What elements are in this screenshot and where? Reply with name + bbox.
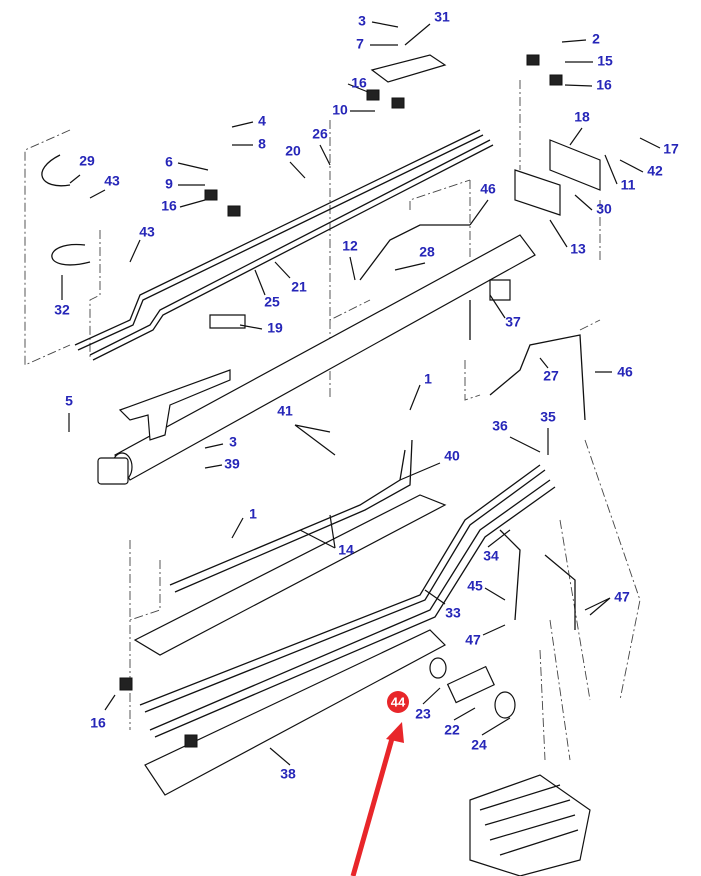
- part-label: 32: [54, 302, 70, 318]
- callout-badge-44[interactable]: 44: [387, 691, 409, 713]
- part-label: 12: [342, 238, 358, 254]
- part-label: 7: [356, 36, 364, 52]
- part-label: 36: [492, 418, 508, 434]
- part-label: 19: [267, 320, 283, 336]
- part-label: 17: [663, 141, 679, 157]
- upper-pipes: [74, 129, 494, 361]
- part-label: 15: [597, 53, 613, 69]
- part-label: 45: [467, 578, 483, 594]
- part-label: 37: [505, 314, 521, 330]
- part-label: 41: [277, 403, 293, 419]
- part-label: 4: [258, 113, 266, 129]
- part-label: 35: [540, 409, 556, 425]
- part-label: 3: [229, 434, 237, 450]
- part-label: 33: [445, 605, 461, 621]
- cylinder: [97, 234, 536, 485]
- leader-lines: [61, 21, 661, 766]
- part-label: 5: [65, 393, 73, 409]
- part-label: 18: [574, 109, 590, 125]
- part-label: 16: [161, 198, 177, 214]
- part-label: 22: [444, 722, 460, 738]
- part-label: 43: [104, 173, 120, 189]
- part-label: 16: [596, 77, 612, 93]
- part-label: 40: [444, 448, 460, 464]
- part-label: 38: [280, 766, 296, 782]
- part-label: 10: [332, 102, 348, 118]
- hoses: [41, 154, 586, 630]
- part-label: 47: [465, 632, 481, 648]
- part-label: 13: [570, 241, 586, 257]
- part-label: 1: [249, 506, 257, 522]
- part-label: 23: [415, 706, 431, 722]
- part-label: 16: [90, 715, 106, 731]
- part-label: 8: [258, 136, 266, 152]
- callout-label: 44: [391, 694, 406, 709]
- part-label: 1: [424, 371, 432, 387]
- part-label: 42: [647, 163, 663, 179]
- part-label: 14: [338, 542, 354, 558]
- lower-pipes: [133, 439, 556, 796]
- part-labels: 3 31 7 2 15 16 16 10 4 8 18 17 42 11 20 …: [54, 9, 679, 782]
- part-label: 46: [480, 181, 496, 197]
- part-label: 20: [285, 143, 301, 159]
- part-label: 9: [165, 176, 173, 192]
- part-label: 24: [471, 737, 487, 753]
- small-parts: [119, 54, 601, 748]
- part-label: 34: [483, 548, 499, 564]
- engine-illustration: [469, 774, 591, 876]
- part-label: 26: [312, 126, 328, 142]
- part-label: 30: [596, 201, 612, 217]
- part-label: 2: [592, 31, 600, 47]
- part-label: 43: [139, 224, 155, 240]
- part-label: 46: [617, 364, 633, 380]
- part-label: 3: [358, 13, 366, 29]
- part-label: 31: [434, 9, 450, 25]
- part-label: 27: [543, 368, 559, 384]
- part-label: 29: [79, 153, 95, 169]
- part-label: 11: [621, 177, 636, 193]
- red-arrow-icon: [350, 722, 404, 876]
- part-label: 21: [291, 279, 307, 295]
- part-label: 16: [351, 75, 367, 91]
- part-label: 47: [614, 589, 630, 605]
- part-label: 6: [165, 154, 173, 170]
- part-label: 39: [224, 456, 240, 472]
- part-label: 28: [419, 244, 435, 260]
- part-label: 25: [264, 294, 280, 310]
